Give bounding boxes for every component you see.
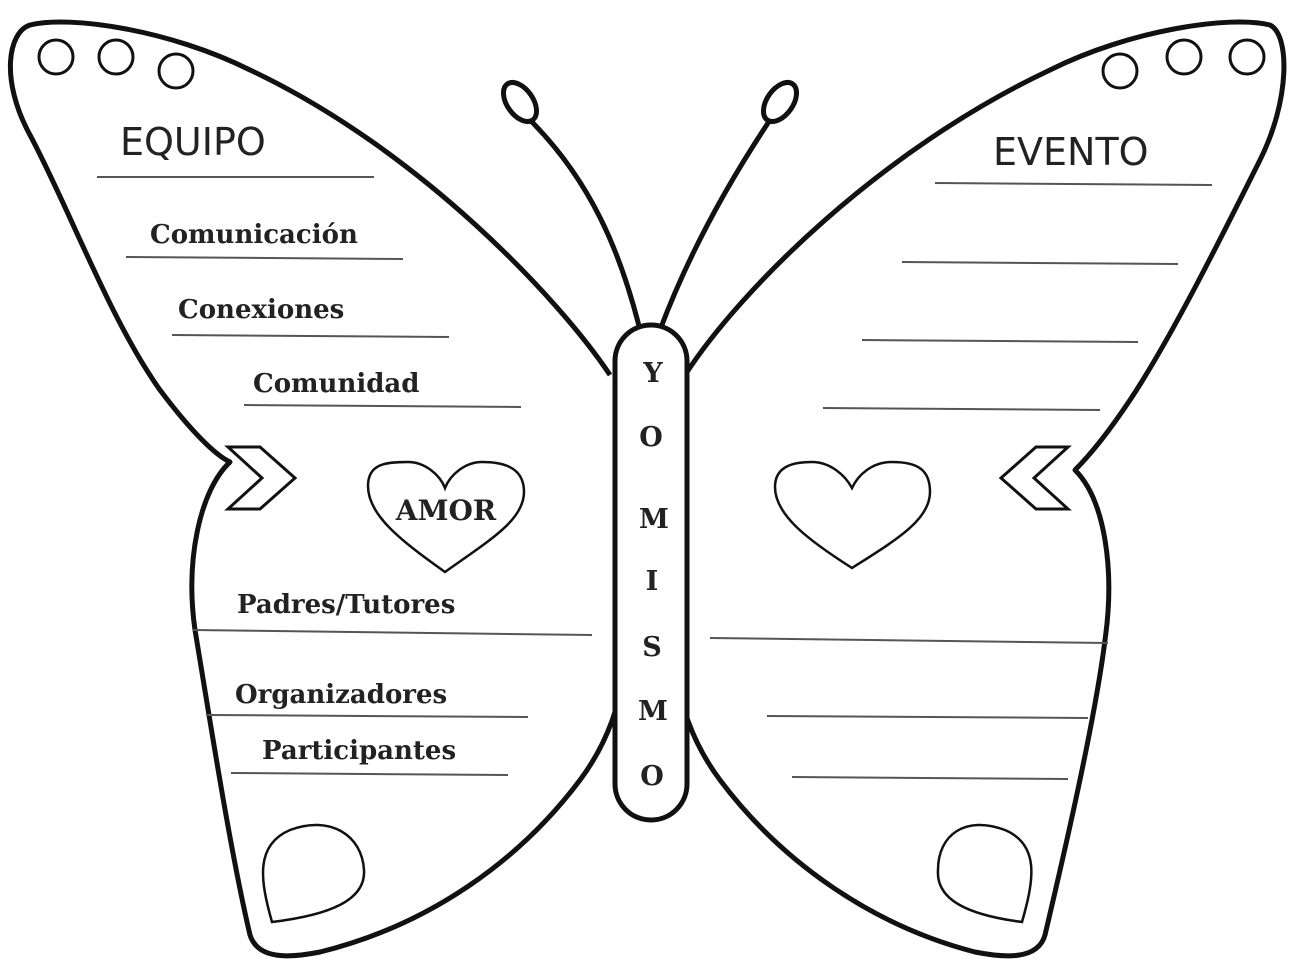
left-heart-icon — [366, 460, 526, 574]
body-letter: M — [638, 696, 668, 727]
right-line-2 — [861, 339, 1139, 343]
right-teardrop-spot — [936, 823, 1033, 924]
body-letter: Y — [642, 358, 663, 389]
left-item-2-line — [171, 334, 450, 338]
body-letter: S — [642, 632, 662, 663]
left-teardrop-spot — [261, 823, 366, 924]
left-item-1-line — [125, 256, 404, 260]
left-antenna — [528, 118, 643, 331]
right-antenna — [657, 118, 773, 331]
right-line-5 — [766, 715, 1089, 719]
right-wing-dots — [1101, 38, 1266, 90]
right-heart-icon — [773, 460, 932, 570]
right-antenna-tip — [760, 79, 800, 125]
left-item-3: Comunidad — [253, 369, 419, 399]
right-line-1 — [901, 261, 1179, 265]
left-item-2: Conexiones — [178, 295, 344, 325]
left-item-1: Comunicación — [150, 220, 358, 250]
left-item-6: Participantes — [262, 736, 456, 766]
left-item-6-line — [230, 772, 509, 776]
left-chevron-icon — [224, 445, 298, 511]
body-letter: O — [639, 422, 663, 453]
heart-label: AMOR — [395, 494, 497, 527]
body-letter: I — [646, 566, 659, 597]
left-heading: EQUIPO — [120, 120, 266, 164]
left-item-5-line — [205, 714, 529, 718]
left-antenna-tip — [500, 79, 540, 125]
body-letters: Y O M I S M O — [638, 358, 669, 792]
body-letter: O — [640, 761, 664, 792]
right-line-4 — [709, 637, 1109, 644]
right-wing-outline — [672, 19, 1287, 959]
butterfly-body — [612, 322, 690, 823]
right-heading-line — [934, 182, 1213, 186]
right-line-6 — [791, 776, 1069, 780]
right-line-3 — [822, 407, 1101, 411]
left-item-4-line — [192, 629, 593, 636]
left-item-4: Padres/Tutores — [237, 590, 455, 620]
left-wing-dots — [37, 38, 195, 90]
body-letter: M — [639, 504, 669, 535]
right-chevron-icon — [998, 445, 1072, 511]
left-item-5: Organizadores — [235, 680, 447, 710]
left-wing-outline — [8, 19, 628, 959]
left-item-3-line — [243, 404, 522, 408]
right-heading: EVENTO — [993, 130, 1149, 174]
